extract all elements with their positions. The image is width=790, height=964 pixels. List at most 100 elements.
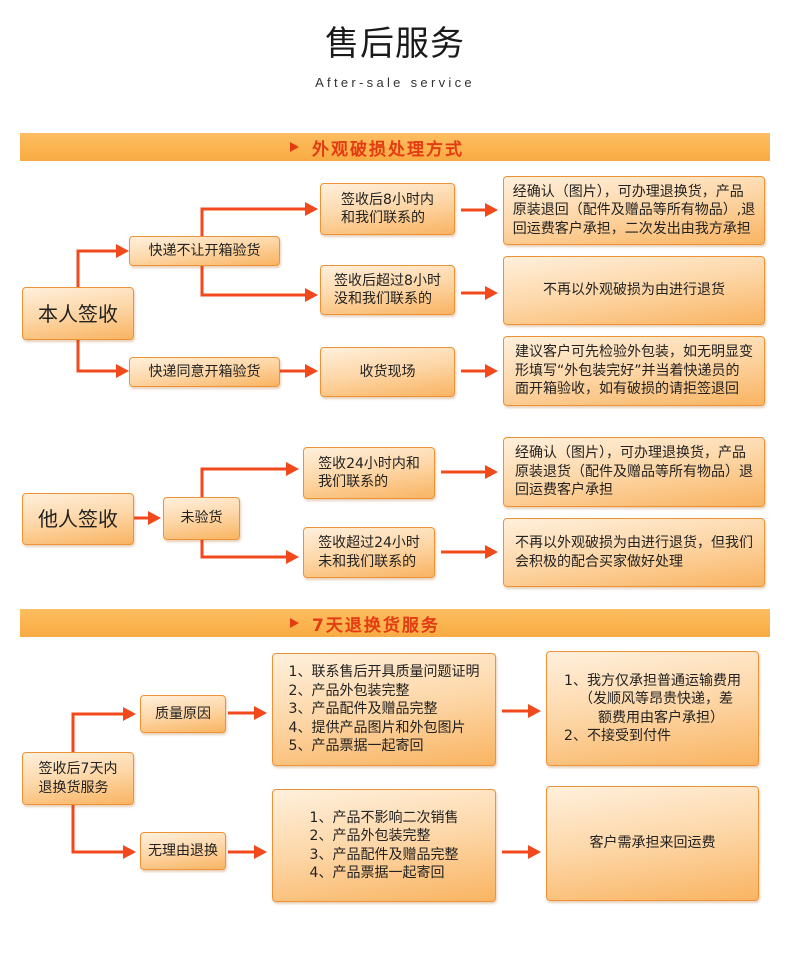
other-receipt-node: 他人签收 xyxy=(22,493,134,545)
within-8h-node: 签收后8小时内 和我们联系的 xyxy=(320,183,455,235)
node-text: 1、我方仅承担普通运输费用 （发顺风等昂贵快递，差 额费用由客户承担） 2、不接… xyxy=(564,672,741,746)
node-text: 收货现场 xyxy=(360,363,416,382)
node-line: 签收超过24小时 xyxy=(318,535,420,551)
after-24h-node: 签收超过24小时 未和我们联系的 xyxy=(303,527,435,578)
within-8h-outcome: 经确认（图片），可办理退换货，产品 原装退回（配件及赠品等所有物品）,退 回运费… xyxy=(503,176,765,245)
node-line: 签收后7天内 xyxy=(38,761,118,777)
node-line: 原装退货（配件及赠品等所有物品）退 xyxy=(515,463,753,480)
list-item: 1、我方仅承担普通运输费用 xyxy=(564,672,741,689)
list-item: （发顺风等昂贵快递，差 xyxy=(579,691,734,707)
page-subtitle: After-sale service xyxy=(315,75,475,90)
courier-allows-inspection-node: 快递同意开箱验货 xyxy=(129,357,280,387)
list-item: 2、产品外包装完整 xyxy=(288,682,410,699)
list-item: 2、产品外包装完整 xyxy=(309,828,431,844)
node-label: 快递不让开箱验货 xyxy=(148,242,261,259)
arrow-refuses-to-within-8h xyxy=(200,202,318,245)
quality-requirements-list: 1、联系售后开具质量问题证明 2、产品外包装完整 3、产品配件及赠品完整 4、提… xyxy=(272,653,496,766)
node-line: 不再以外观破损为由进行退货 xyxy=(543,282,725,299)
node-line: 签收24小时内和 xyxy=(318,455,420,472)
arrow-not-inspected-to-within-24h xyxy=(200,462,299,510)
after-8h-outcome: 不再以外观破损为由进行退货 xyxy=(503,256,765,325)
node-text: 1、产品不影响二次销售 2、产品外包装完整 3、产品配件及赠品完整 4、产品票据… xyxy=(310,809,459,883)
page-title: 售后服务 xyxy=(325,24,465,64)
not-inspected-node: 未验货 xyxy=(163,497,240,540)
on-site-node: 收货现场 xyxy=(320,347,455,397)
arrow-root-to-no-reason xyxy=(71,795,136,859)
node-label: 质量原因 xyxy=(155,705,211,722)
node-text: 客户需承担来回运费 xyxy=(590,834,716,853)
after-8h-node: 签收后超过8小时 没和我们联系的 xyxy=(320,265,455,315)
node-line: 回运费客户承担 xyxy=(515,482,613,499)
no-reason-requirements-list: 1、产品不影响二次销售 2、产品外包装完整 3、产品配件及赠品完整 4、产品票据… xyxy=(272,789,496,902)
section-header-returns: 7天退换货服务 xyxy=(20,609,770,637)
arrow-self-to-courier-refuses xyxy=(76,244,129,300)
seven-day-return-node: 签收后7天内 退换货服务 xyxy=(22,752,134,805)
no-reason-shipping-policy: 客户需承担来回运费 xyxy=(546,786,759,901)
list-item: 1、产品不影响二次销售 xyxy=(309,809,459,826)
node-line: 形填写“外包装完好”并当着快递员的 xyxy=(515,362,740,379)
node-text: 不再以外观破损为由进行退货 xyxy=(543,281,725,300)
courier-refuses-inspection-node: 快递不让开箱验货 xyxy=(129,236,280,266)
node-text: 经确认（图片），可办理退换货，产品 原装退回（配件及赠品等所有物品）,退 回运费… xyxy=(513,183,755,239)
node-line: 收货现场 xyxy=(359,363,416,380)
node-line: 签收后超过8小时 xyxy=(334,272,441,289)
list-item: 4、产品票据一起寄回 xyxy=(309,865,445,881)
node-line: 我们联系的 xyxy=(318,474,389,490)
section-title: 7天退换货服务 xyxy=(312,615,440,636)
node-line: 经确认（图片），可办理退换货，产品 xyxy=(515,445,746,462)
arrow-root-to-quality xyxy=(71,707,136,765)
on-site-outcome: 建议客户可先检验外包装，如无明显变 形填写“外包装完好”并当着快递员的 面开箱验… xyxy=(503,336,765,406)
list-item: 2、不接受到付件 xyxy=(564,728,671,744)
node-text: 经确认（图片），可办理退换货，产品 原装退货（配件及赠品等所有物品）退 回运费客… xyxy=(515,444,753,500)
node-line: 原装退回（配件及赠品等所有物品）,退 xyxy=(512,202,756,219)
list-item: 4、提供产品图片和外包图片 xyxy=(288,719,466,736)
node-label: 无理由退换 xyxy=(148,842,218,859)
node-text: 签收后7天内 退换货服务 xyxy=(39,760,118,797)
after-24h-outcome: 不再以外观破损为由进行退货，但我们 会积极的配合买家做好处理 xyxy=(503,518,765,587)
quality-reason-node: 质量原因 xyxy=(140,695,226,733)
node-line: 回运费客户承担，二次发出由我方承担 xyxy=(512,220,751,237)
node-text: 签收超过24小时 未和我们联系的 xyxy=(318,534,420,571)
section-header-damage: 外观破损处理方式 xyxy=(20,133,770,161)
node-text: 不再以外观破损为由进行退货，但我们 会积极的配合买家做好处理 xyxy=(515,534,753,571)
triangle-right-icon xyxy=(290,142,299,152)
arrow-refuses-to-after-8h xyxy=(200,255,318,302)
triangle-right-icon xyxy=(290,618,299,628)
within-24h-outcome: 经确认（图片），可办理退换货，产品 原装退货（配件及赠品等所有物品）退 回运费客… xyxy=(503,437,765,507)
list-item: 5、产品票据一起寄回 xyxy=(288,738,424,755)
list-item: 客户需承担来回运费 xyxy=(589,835,716,852)
arrow-self-to-courier-allows xyxy=(76,330,129,378)
node-line: 退换货服务 xyxy=(38,779,109,796)
list-item: 3、产品配件及赠品完整 xyxy=(288,701,438,718)
node-text: 1、联系售后开具质量问题证明 2、产品外包装完整 3、产品配件及赠品完整 4、提… xyxy=(289,663,480,756)
node-label: 未验货 xyxy=(180,510,223,527)
node-line: 未和我们联系的 xyxy=(318,553,417,570)
self-receipt-node: 本人签收 xyxy=(22,287,134,340)
node-text: 签收24小时内和 我们联系的 xyxy=(318,455,420,492)
node-line: 会积极的配合买家做好处理 xyxy=(515,553,683,570)
node-line: 不再以外观破损为由进行退货，但我们 xyxy=(515,535,753,551)
node-label: 他人签收 xyxy=(38,507,118,531)
node-line: 建议客户可先检验外包装，如无明显变 xyxy=(515,344,753,361)
node-label: 本人签收 xyxy=(38,301,118,326)
section-heading: 外观破损处理方式 xyxy=(290,133,464,161)
node-label: 快递同意开箱验货 xyxy=(148,363,261,380)
quality-shipping-policy: 1、我方仅承担普通运输费用 （发顺风等昂贵快递，差 额费用由客户承担） 2、不接… xyxy=(546,651,759,766)
list-item: 额费用由客户承担） xyxy=(598,709,725,726)
node-line: 面开箱验收，如有破损的请拒签退回 xyxy=(515,381,739,398)
node-line: 签收后8小时内 xyxy=(341,191,434,208)
within-24h-node: 签收24小时内和 我们联系的 xyxy=(303,447,435,499)
list-item: 3、产品配件及赠品完整 xyxy=(309,846,459,863)
section-title: 外观破损处理方式 xyxy=(312,139,464,160)
section-heading: 7天退换货服务 xyxy=(290,609,440,637)
node-line: 和我们联系的 xyxy=(341,210,426,226)
no-reason-return-node: 无理由退换 xyxy=(140,832,226,870)
list-item: 1、联系售后开具质量问题证明 xyxy=(288,664,480,681)
node-line: 经确认（图片），可办理退换货，产品 xyxy=(512,183,744,200)
node-text: 签收后8小时内 和我们联系的 xyxy=(341,191,434,228)
node-line: 没和我们联系的 xyxy=(334,291,433,307)
node-text: 签收后超过8小时 没和我们联系的 xyxy=(334,272,441,309)
node-text: 建议客户可先检验外包装，如无明显变 形填写“外包装完好”并当着快递员的 面开箱验… xyxy=(515,343,753,399)
